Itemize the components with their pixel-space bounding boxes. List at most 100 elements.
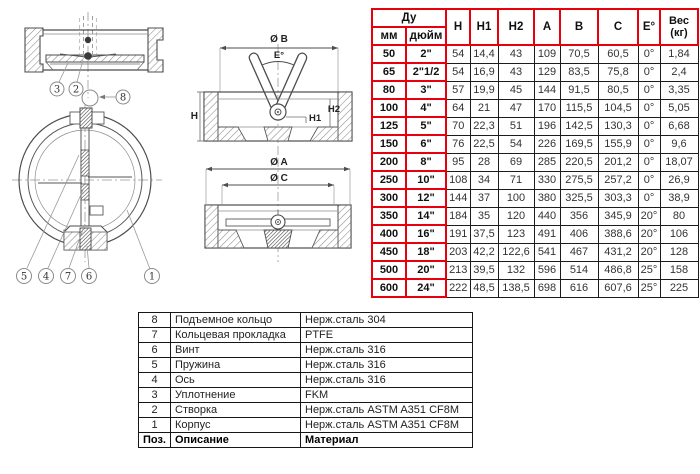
dim-cell: 130,3 (597, 116, 639, 136)
dim-cell: 303,3 (597, 188, 639, 208)
spring-pin-hinge (84, 52, 92, 60)
dim-cell: 25° (637, 278, 661, 298)
dim-cell: 607,6 (597, 278, 639, 298)
dim-cell: 19,9 (469, 80, 499, 100)
dim-col-header: H2 (497, 8, 535, 46)
dim-cell: 250 (371, 170, 407, 190)
callout-7-circle (60, 268, 76, 284)
dim-cell: 80 (371, 80, 407, 100)
callout-2: 2 (73, 85, 79, 96)
dim-cell: 45 (497, 80, 535, 100)
callout-6-circle (81, 268, 97, 284)
dim-cell: 76 (445, 134, 471, 154)
dim-cell: 275,5 (559, 170, 599, 190)
dim-cell: 38,9 (659, 188, 699, 208)
dim-label-dia-b: Ø B (270, 34, 288, 45)
lifting-ring (81, 89, 99, 107)
part-pos: 2 (138, 402, 171, 418)
dim-cell: 100 (497, 188, 535, 208)
dim-col-header: C (597, 8, 639, 46)
part-pos: 4 (138, 372, 171, 388)
dim-cell: 0° (637, 62, 661, 82)
dim-cell: 440 (533, 206, 561, 226)
dim-cell: 616 (559, 278, 599, 298)
dim-label-h2: H2 (328, 104, 340, 115)
dim-cell: 491 (533, 224, 561, 244)
spring-section-lower (80, 183, 90, 201)
dim-cell: 226 (533, 134, 561, 154)
part-pos: 5 (138, 357, 171, 373)
dim-cell: 330 (533, 170, 561, 190)
dim-cell: 184 (445, 206, 471, 226)
dim-header-du: Ду (371, 8, 447, 28)
dim-cell: 356 (559, 206, 599, 226)
dim-cell: 285 (533, 152, 561, 172)
spring-section-upper (80, 149, 90, 177)
part-material: Нерж.сталь 316 (300, 372, 473, 388)
parts-footer-desc: Описание (170, 432, 301, 448)
dim-cell: 380 (533, 188, 561, 208)
dim-cell: 200 (371, 152, 407, 172)
dim-cell: 28 (469, 152, 499, 172)
dim-cell: 120 (497, 206, 535, 226)
dim-cell: 104,5 (597, 98, 639, 118)
dim-cell: 75,8 (597, 62, 639, 82)
dim-cell: 18,07 (659, 152, 699, 172)
dim-col-header: B (559, 8, 599, 46)
dim-cell: 4" (405, 98, 447, 118)
dim-cell: 14" (405, 206, 447, 226)
dim-cell: 24" (405, 278, 447, 298)
part-desc: Створка (170, 402, 301, 418)
dim-cell: 65 (371, 62, 407, 82)
dim-label-dia-a: Ø A (270, 157, 287, 168)
part-desc: Винт (170, 342, 301, 358)
dim-cell: 6" (405, 134, 447, 154)
dim-cell: 144 (445, 188, 471, 208)
dim-cell: 35 (469, 206, 499, 226)
dim-cell: 128 (659, 242, 699, 262)
dim-cell: 500 (371, 260, 407, 280)
dim-cell: 43 (497, 62, 535, 82)
dim-cell: 37,5 (469, 224, 499, 244)
callout-5: 5 (21, 272, 27, 283)
dim-cell: 115,5 (559, 98, 599, 118)
callout-6: 6 (86, 272, 92, 283)
dim-header-mm: мм (371, 26, 407, 46)
part-material: Нерж.сталь 316 (300, 357, 473, 373)
callout-3: 3 (54, 85, 60, 96)
parts-footer-pos: Поз. (138, 432, 171, 448)
dim-cell: 91,5 (559, 80, 599, 100)
dim-cell: 109 (533, 44, 561, 64)
part-pos: 6 (138, 342, 171, 358)
dim-cell: 142,5 (559, 116, 599, 136)
dim-cell: 42,2 (469, 242, 499, 262)
dim-cell: 6,68 (659, 116, 699, 136)
dim-col-header: E° (637, 8, 661, 46)
dim-cell: 20° (637, 224, 661, 244)
dim-cell: 20° (637, 242, 661, 262)
dim-cell: 51 (497, 116, 535, 136)
part-material: Нерж.сталь ASTM A351 CF8M (300, 417, 473, 433)
dim-cell: 25° (637, 260, 661, 280)
callout-8-circle (115, 89, 131, 105)
dim-cell: 698 (533, 278, 561, 298)
dim-cell: 106 (659, 224, 699, 244)
valve-open-section-view: Ø B E° H1 H2 (191, 34, 353, 158)
part-desc: Пружина (170, 357, 301, 373)
dim-col-header: H1 (469, 8, 499, 46)
part-material: PTFE (300, 327, 473, 343)
